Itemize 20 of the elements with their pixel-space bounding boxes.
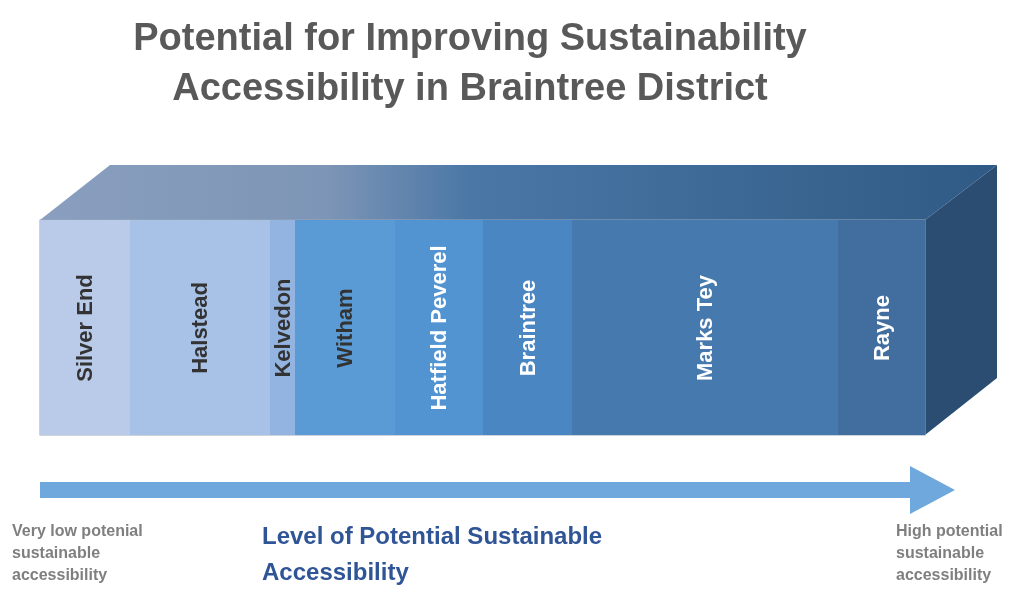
title: Potential for Improving Sustainability Accessibility in Braintree District bbox=[132, 15, 808, 110]
axis-end-label: Very low potenial sustainable accessibility bbox=[12, 521, 144, 585]
town-band bbox=[483, 220, 572, 435]
town-name: Kelvedon bbox=[269, 278, 296, 377]
town-band bbox=[40, 220, 130, 435]
town-name: Silver End bbox=[72, 273, 98, 382]
town-name: Halstead bbox=[187, 281, 213, 374]
town-name: Marks Tey bbox=[692, 274, 718, 381]
town-name: Witham bbox=[332, 287, 358, 368]
town-band bbox=[572, 220, 838, 435]
town-band bbox=[395, 220, 483, 435]
town-band bbox=[838, 220, 925, 435]
town-band bbox=[130, 220, 270, 435]
town-band bbox=[295, 220, 395, 435]
axis-end-label: High potential sustainable accessibility bbox=[896, 521, 1004, 585]
town-band bbox=[270, 220, 295, 435]
axis-title: Level of Potential Sustainable Accessibility bbox=[262, 521, 604, 587]
town-name: Hatfield Peverel bbox=[426, 244, 452, 411]
town-name: Braintree bbox=[514, 279, 541, 376]
town-name: Rayne bbox=[868, 294, 895, 361]
